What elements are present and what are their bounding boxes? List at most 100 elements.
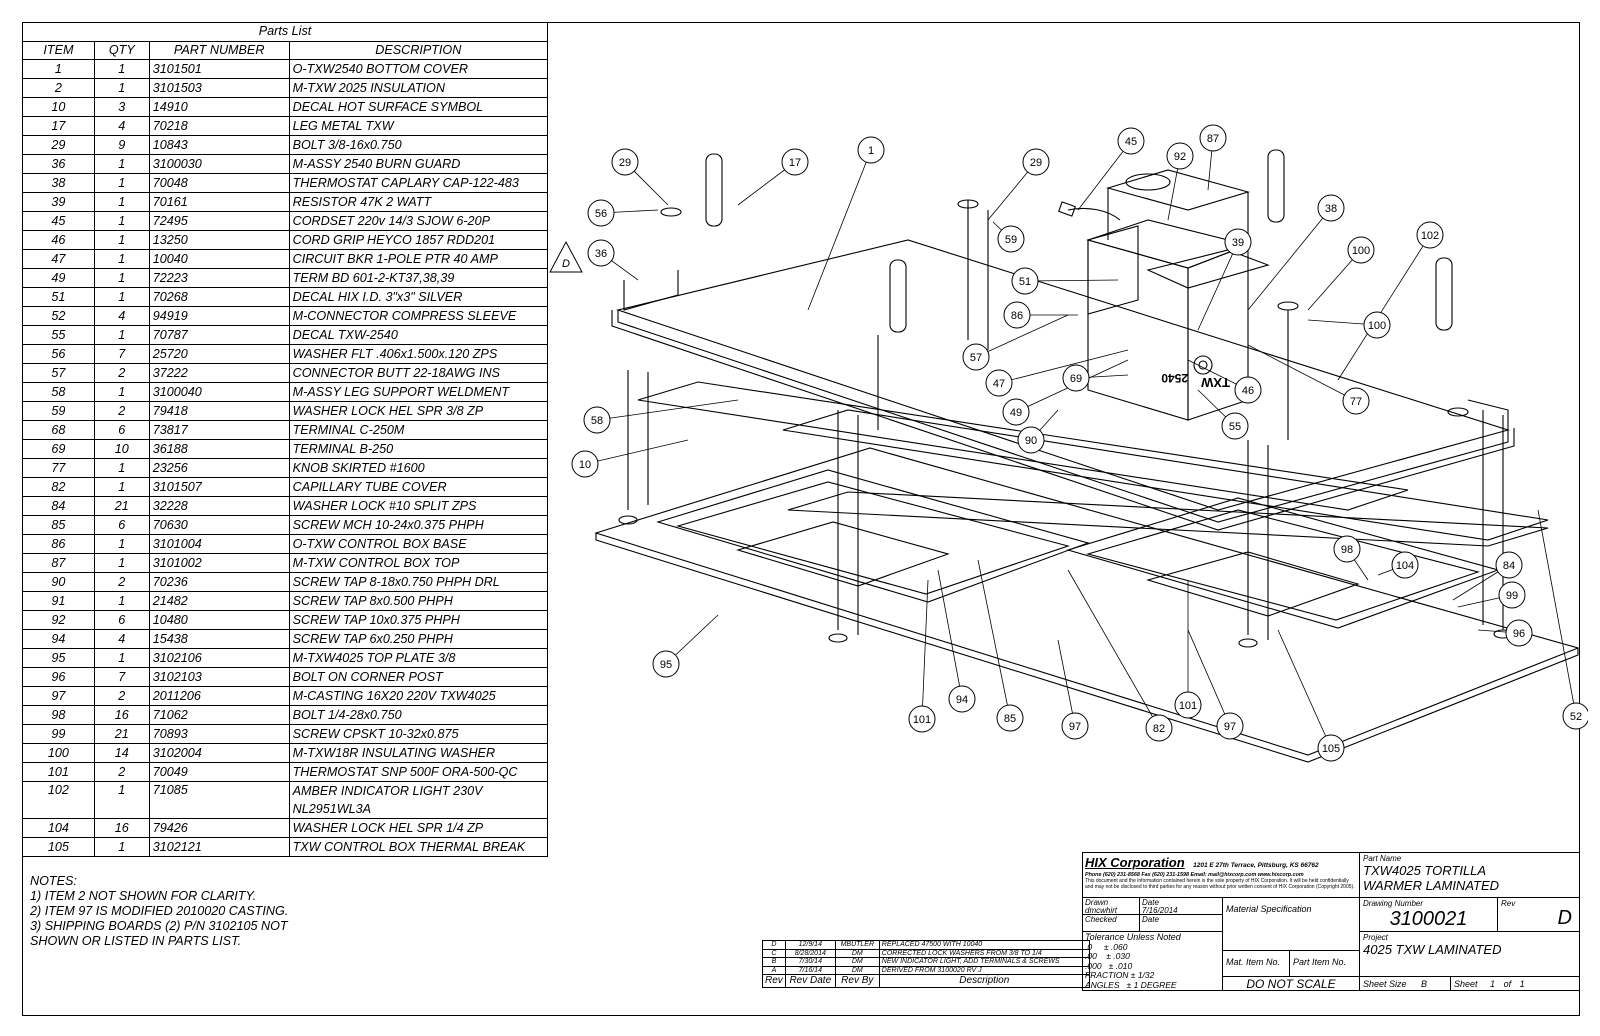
part-item: 99: [22, 724, 95, 745]
balloon-callout: 102: [1416, 221, 1444, 249]
revision-header-cell: Rev: [762, 974, 786, 988]
part-item: 36: [22, 154, 95, 175]
balloon-number: 100: [1368, 320, 1386, 332]
balloon-circle: [611, 148, 639, 176]
balloon-circle: [1003, 301, 1031, 329]
part-item: 82: [22, 477, 95, 498]
part-description: TXW CONTROL BOX THERMAL BREAK: [288, 837, 549, 858]
balloon-callout: 58: [583, 406, 611, 434]
part-qty: 3: [93, 97, 150, 118]
balloon-number: 52: [1570, 711, 1582, 723]
leader-line: [1247, 207, 1332, 311]
balloon-callout: 94: [948, 685, 976, 713]
part-item: 85: [22, 515, 95, 536]
part-description: CIRCUIT BKR 1-POLE PTR 40 AMP: [288, 249, 549, 270]
balloon-circle: [652, 650, 680, 678]
balloon-circle: [1199, 124, 1227, 152]
balloon-number: 82: [1153, 723, 1165, 735]
balloon-callout: 29: [1022, 148, 1050, 176]
decal-txw: TXW: [1200, 375, 1230, 390]
project-value: 4025 TXW LAMINATED: [1363, 942, 1502, 957]
mat-item-label: Mat. Item No.: [1226, 957, 1281, 967]
leader-line: [1337, 234, 1431, 381]
part-description: O-TXW2540 BOTTOM COVER: [288, 59, 549, 80]
part-description: KNOB SKIRTED #1600: [288, 458, 549, 479]
balloon-number: 87: [1207, 133, 1219, 145]
part-description: SCREW TAP 10x0.375 PHPH: [288, 610, 549, 631]
balloon-circle: [587, 199, 615, 227]
part-item: 17: [22, 116, 95, 137]
balloon-callout: 82: [1145, 714, 1173, 742]
part-item: 52: [22, 306, 95, 327]
part-number: 36188: [148, 439, 290, 460]
balloon-number: 46: [1242, 385, 1254, 397]
part-qty: 1: [93, 534, 150, 555]
part-description: SCREW TAP 8x0.500 PHPH: [288, 591, 549, 612]
balloon-callout: 85: [996, 704, 1024, 732]
part-item: 68: [22, 420, 95, 441]
part-item: 59: [22, 401, 95, 422]
balloon-callout: 49: [1002, 398, 1030, 426]
balloon-circle: [1216, 712, 1244, 740]
revision-description: NEW INDICATOR LIGHT, ADD TERMINALS & SCR…: [878, 957, 1090, 967]
part-description: SCREW CPSKT 10-32x0.875: [288, 724, 549, 745]
part-qty: 7: [93, 667, 150, 688]
part-number: 32228: [148, 496, 290, 517]
part-qty: 1: [93, 268, 150, 289]
part-number: 3100040: [148, 382, 290, 403]
sheet-size-label: Sheet Size: [1363, 979, 1407, 989]
part-description: TERMINAL C-250M: [288, 420, 549, 441]
balloon-number: 58: [591, 415, 603, 427]
part-qty: 1: [93, 781, 150, 820]
notes-block: NOTES: 1) ITEM 2 NOT SHOWN FOR CLARITY. …: [30, 874, 350, 949]
part-description: M-ASSY LEG SUPPORT WELDMENT: [288, 382, 549, 403]
drawn-cell: Drawn dmcwhirt: [1082, 897, 1140, 915]
balloon-callout: 92: [1166, 142, 1194, 170]
part-item: 105: [22, 837, 95, 858]
balloon-circle: [1011, 267, 1039, 295]
part-item: 49: [22, 268, 95, 289]
part-description: M-TXW18R INSULATING WASHER: [288, 743, 549, 764]
part-number: 3101507: [148, 477, 290, 498]
drawn-date-cell: Date 7/16/2014: [1139, 897, 1223, 915]
balloon-callout: 56: [587, 199, 615, 227]
part-qty: 6: [93, 515, 150, 536]
part-number: 73817: [148, 420, 290, 441]
part-qty: 1: [93, 382, 150, 403]
part-qty: 4: [93, 629, 150, 650]
balloon-number: 101: [1179, 700, 1197, 712]
checked-label: Checked: [1085, 915, 1117, 924]
part-number: 79418: [148, 401, 290, 422]
balloon-number: 104: [1396, 560, 1414, 572]
balloon-circle: [1062, 364, 1090, 392]
part-description: AMBER INDICATOR LIGHT 230V NL2951WL3A: [288, 781, 549, 820]
balloon-circle: [997, 225, 1025, 253]
part-number: 3102121: [148, 837, 290, 858]
part-description: SCREW TAP 6x0.250 PHPH: [288, 629, 549, 650]
leader-line: [977, 559, 1011, 719]
part-qty: 1: [93, 591, 150, 612]
do-not-scale-text: DO NOT SCALE: [1246, 977, 1336, 991]
rev-value: D: [1557, 907, 1572, 929]
part-number: 2011206: [148, 686, 290, 707]
part-name-label: Part Name: [1363, 854, 1402, 863]
leader-line: [807, 149, 872, 311]
balloon-number: 1: [868, 145, 874, 157]
sheet-size-cell: Sheet Size B: [1359, 976, 1451, 991]
company-block: HIX Corporation 1201 E 27th Terrace, Pit…: [1082, 852, 1360, 898]
